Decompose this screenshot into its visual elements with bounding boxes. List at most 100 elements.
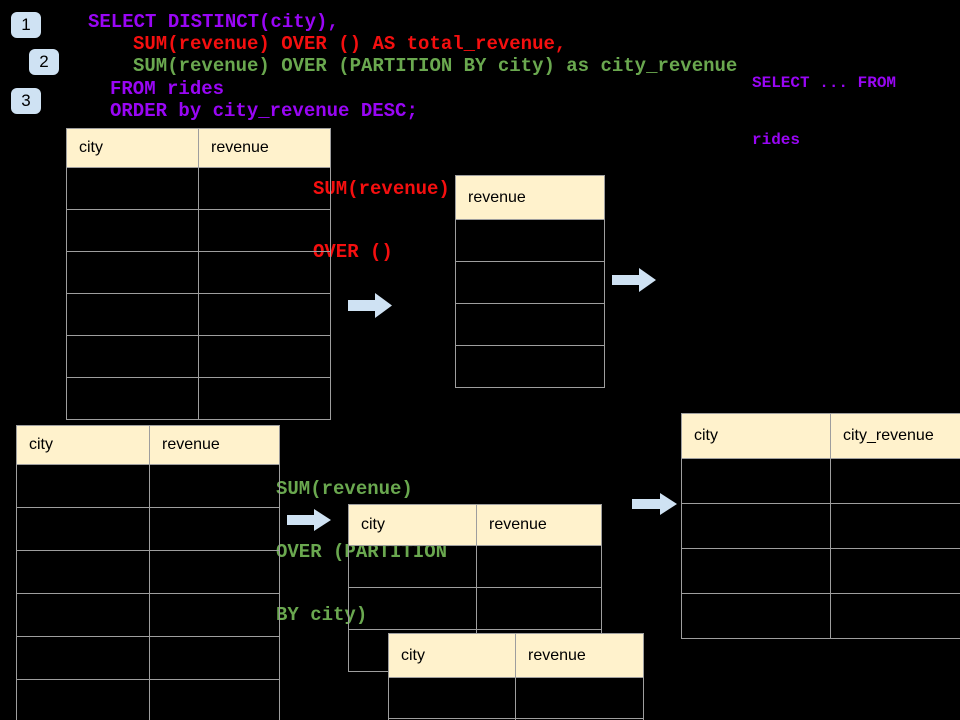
column-header: city bbox=[66, 128, 199, 168]
table-cell bbox=[681, 458, 831, 504]
sql-line-total-revenue: SUM(revenue) OVER () AS total_revenue, bbox=[133, 33, 567, 55]
annotation-line: SUM(revenue) bbox=[276, 478, 413, 500]
table-cell bbox=[66, 209, 199, 252]
column-header: revenue bbox=[515, 633, 644, 678]
table-row bbox=[16, 679, 280, 720]
table-cell bbox=[198, 293, 331, 336]
table-row bbox=[681, 593, 960, 639]
table-cell bbox=[681, 548, 831, 594]
table-row bbox=[16, 507, 280, 551]
table-cell bbox=[149, 464, 280, 508]
table-row bbox=[66, 209, 331, 252]
table-row bbox=[388, 677, 644, 719]
flow-arrow-icon bbox=[287, 509, 331, 531]
header-row: revenue bbox=[455, 175, 605, 220]
table-cell bbox=[348, 587, 477, 630]
column-header: city bbox=[16, 425, 150, 465]
table-cell bbox=[455, 261, 605, 304]
table-cell bbox=[198, 251, 331, 294]
table-cell bbox=[66, 335, 199, 378]
table-cell bbox=[66, 293, 199, 336]
table-cell bbox=[16, 593, 150, 637]
table-row bbox=[66, 293, 331, 336]
flow-arrow-icon bbox=[612, 268, 656, 292]
side-code-line-1: SELECT ... FROM bbox=[752, 74, 897, 92]
table-cell bbox=[16, 636, 150, 680]
table-cell bbox=[198, 335, 331, 378]
step-badge-1: 1 bbox=[11, 12, 41, 38]
table-cell bbox=[830, 458, 960, 504]
table-row bbox=[66, 167, 331, 210]
table-cell bbox=[66, 251, 199, 294]
table-row bbox=[455, 303, 605, 346]
column-header: city bbox=[388, 633, 516, 678]
table-cell bbox=[16, 679, 150, 720]
table-cell bbox=[388, 677, 516, 719]
table-cell bbox=[455, 303, 605, 346]
table-row bbox=[16, 593, 280, 637]
table-cell bbox=[149, 507, 280, 551]
table-row bbox=[455, 345, 605, 388]
column-header: revenue bbox=[198, 128, 331, 168]
table-row bbox=[681, 458, 960, 504]
table-cell bbox=[348, 545, 477, 588]
table-cell bbox=[515, 677, 644, 719]
flow-arrow-icon bbox=[632, 493, 677, 515]
table-cell bbox=[198, 167, 331, 210]
total-revenue-annotation: SUM(revenue) OVER () bbox=[313, 137, 450, 305]
table-cell bbox=[455, 345, 605, 388]
column-header: city bbox=[681, 413, 831, 459]
table-row bbox=[681, 548, 960, 594]
table-cell bbox=[515, 718, 644, 720]
table-cell bbox=[198, 377, 331, 420]
column-header: city_revenue bbox=[830, 413, 960, 459]
table-row bbox=[388, 718, 644, 720]
table-row bbox=[348, 587, 602, 630]
table-cell bbox=[149, 550, 280, 594]
step-badge-2: 2 bbox=[29, 49, 59, 75]
table-cell bbox=[830, 593, 960, 639]
table-cell bbox=[149, 636, 280, 680]
table-cell bbox=[66, 377, 199, 420]
annotation-line: OVER () bbox=[313, 241, 393, 263]
table-row bbox=[16, 636, 280, 680]
table-row bbox=[455, 219, 605, 262]
table-row bbox=[16, 550, 280, 594]
table-cell bbox=[66, 167, 199, 210]
table-cell bbox=[476, 545, 602, 588]
table-cell bbox=[16, 464, 150, 508]
table-row bbox=[16, 464, 280, 508]
table-cell bbox=[681, 503, 831, 549]
sql-line-city-revenue: SUM(revenue) OVER (PARTITION BY city) as… bbox=[133, 55, 738, 77]
sql-line-from: FROM rides bbox=[110, 78, 225, 100]
side-code-line-2: rides bbox=[752, 131, 801, 149]
table-cell bbox=[149, 593, 280, 637]
table-cell bbox=[149, 679, 280, 720]
table-row bbox=[348, 545, 602, 588]
table-cell bbox=[455, 219, 605, 262]
sql-line-order: ORDER by city_revenue DESC; bbox=[110, 100, 418, 122]
table-cell bbox=[198, 209, 331, 252]
table-total-revenue: revenue bbox=[455, 175, 605, 388]
table-cell bbox=[16, 550, 150, 594]
column-header: revenue bbox=[455, 175, 605, 220]
table-row bbox=[681, 503, 960, 549]
annotation-line: SUM(revenue) bbox=[313, 178, 450, 200]
sql-line-select: SELECT DISTINCT(city), bbox=[88, 11, 339, 33]
table-cell bbox=[830, 503, 960, 549]
table-cell bbox=[16, 507, 150, 551]
table-row bbox=[66, 335, 331, 378]
side-code-block: SELECT ... FROM rides bbox=[752, 36, 896, 188]
table-cell bbox=[681, 593, 831, 639]
flow-arrow-icon bbox=[348, 293, 392, 318]
column-header: revenue bbox=[476, 504, 602, 546]
table-row bbox=[455, 261, 605, 304]
